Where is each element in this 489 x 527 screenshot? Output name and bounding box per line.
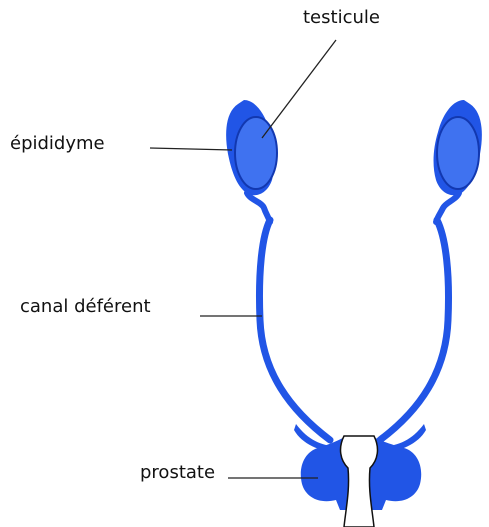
- right-testis-group: [434, 100, 482, 222]
- right-vas-deferens: [380, 220, 449, 440]
- right-testicle: [437, 117, 479, 189]
- label-prostate: prostate: [140, 464, 215, 482]
- left-epididymis-tail: [247, 193, 270, 222]
- leader-line-epididyme: [150, 148, 232, 150]
- label-epididyme: épididyme: [10, 135, 105, 153]
- left-vas-deferens: [259, 220, 330, 440]
- left-testis-group: [226, 100, 277, 222]
- leader-line-testicule: [262, 40, 336, 138]
- left-testicle: [235, 117, 277, 189]
- label-canal-deferent: canal déférent: [20, 298, 151, 316]
- label-testicule: testicule: [303, 9, 380, 27]
